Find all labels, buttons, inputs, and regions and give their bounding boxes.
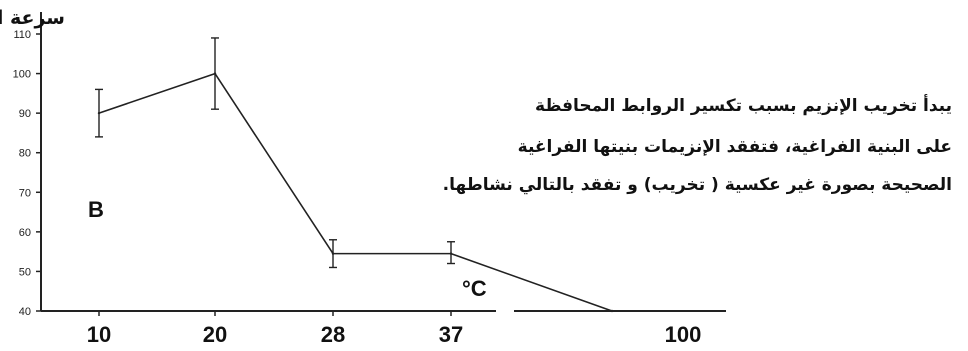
data-point-10 (97, 111, 101, 115)
data-point-28 (331, 252, 335, 255)
x-tick-label-10: 10 (87, 322, 111, 347)
series-line-group (97, 72, 614, 313)
data-point-37 (449, 252, 453, 255)
note-line-3: الصحيحة بصورة غير عكسية ( تخريب) و تفقد … (443, 175, 952, 195)
y-tick-label-80: 80 (19, 148, 31, 160)
error-bars (95, 37, 455, 269)
y-tick-label-90: 90 (19, 108, 31, 120)
data-point-100 (610, 309, 614, 313)
x-tick-label-28: 28 (321, 322, 345, 347)
x-ticks: 10 20 28 37 100 (87, 311, 702, 347)
note-line-2: على البنية الفراغية، فتفقد الإنزيمات بني… (518, 137, 952, 157)
annotation-unit: °C (462, 276, 487, 301)
x-tick-label-20: 20 (203, 322, 227, 347)
y-ticks: 40 50 60 70 80 90 100 110 (13, 29, 41, 318)
x-tick-label-37: 37 (439, 322, 463, 347)
annotation-letter: B (88, 197, 104, 222)
y-tick-label-60: 60 (19, 227, 31, 239)
y-tick-label-100: 100 (13, 69, 31, 81)
y-tick-label-50: 50 (19, 266, 31, 278)
data-point-20 (213, 72, 217, 75)
x-tick-label-100: 100 (665, 322, 702, 347)
y-tick-label-40: 40 (19, 306, 31, 318)
note-line-1: يبدأ تخريب الإنزيم بسبب تكسير الروابط ال… (535, 94, 952, 116)
y-tick-label-110: 110 (13, 29, 31, 41)
y-tick-label-70: 70 (19, 187, 31, 199)
y-axis-title: سرعة التفاعل( و. ا) (0, 7, 65, 29)
